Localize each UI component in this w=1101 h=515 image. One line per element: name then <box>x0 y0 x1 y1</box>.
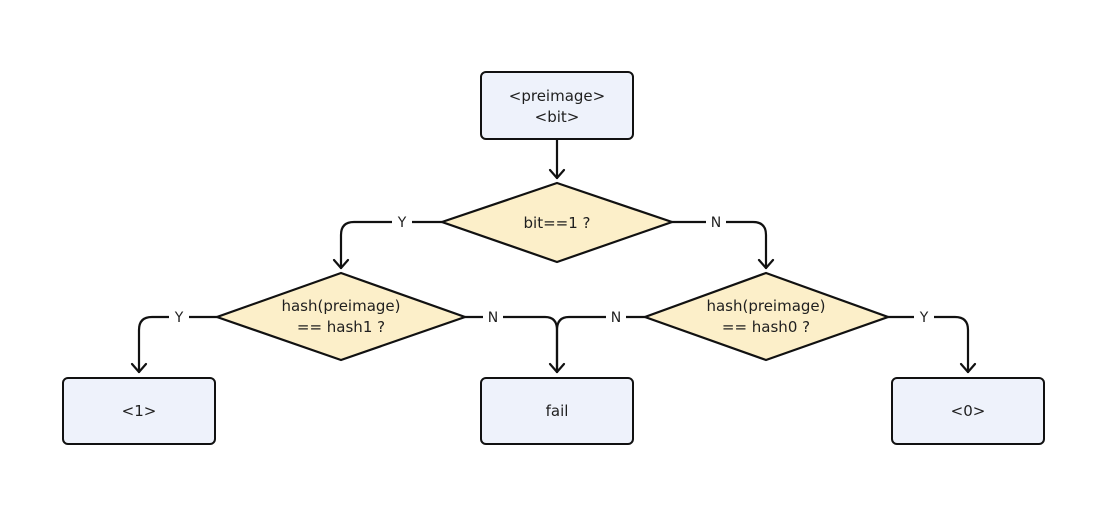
arrowhead-out-fail <box>548 362 566 374</box>
node-out-fail-label: fail <box>546 402 569 420</box>
edge-hash1-yes <box>137 315 219 374</box>
node-hash1-check: hash(preimage) == hash1 ? <box>213 271 469 362</box>
edge-label-hash1-yes: Y <box>174 310 184 326</box>
edge-hash0-no <box>555 315 647 374</box>
arrowhead-hash1-check <box>332 258 350 270</box>
arrowhead-out-zero <box>959 362 977 374</box>
edge-label-hash0-no: N <box>611 310 621 326</box>
node-hash0-check: hash(preimage) == hash0 ? <box>641 271 892 362</box>
node-hash0-check-line-2: == hash0 ? <box>722 318 810 336</box>
edge-bit-yes <box>339 220 444 270</box>
node-input: <preimage> <bit> <box>480 71 634 140</box>
nodes: <preimage> <bit> bit==1 ? hash(preimage)… <box>62 71 1045 445</box>
arrowhead-hash0-check <box>757 258 775 270</box>
edge-label-bit-no: N <box>711 215 721 231</box>
arrowhead-bit-check <box>548 168 566 180</box>
node-hash1-check-line-1: hash(preimage) <box>281 297 400 315</box>
node-bit-check: bit==1 ? <box>438 181 676 264</box>
node-input-line-1: <preimage> <box>509 87 605 105</box>
node-hash1-check-line-2: == hash1 ? <box>297 318 385 336</box>
edge-bit-no <box>670 220 768 270</box>
node-out-one-label: <1> <box>122 402 157 420</box>
edge-hash0-yes <box>886 315 970 374</box>
arrowhead-out-one <box>130 362 148 374</box>
node-out-fail: fail <box>480 377 634 445</box>
node-input-line-2: <bit> <box>535 108 580 126</box>
edge-label-hash0-yes: Y <box>919 310 929 326</box>
node-out-zero: <0> <box>891 377 1045 445</box>
edge-hash1-no <box>463 315 559 374</box>
node-bit-check-label: bit==1 ? <box>524 214 591 232</box>
node-out-zero-label: <0> <box>951 402 986 420</box>
edge-label-hash1-no: N <box>488 310 498 326</box>
edges <box>130 138 977 374</box>
node-hash0-check-line-1: hash(preimage) <box>706 297 825 315</box>
edge-labels: Y N Y N N Y <box>169 212 934 327</box>
edge-label-bit-yes: Y <box>397 215 407 231</box>
node-out-one: <1> <box>62 377 216 445</box>
